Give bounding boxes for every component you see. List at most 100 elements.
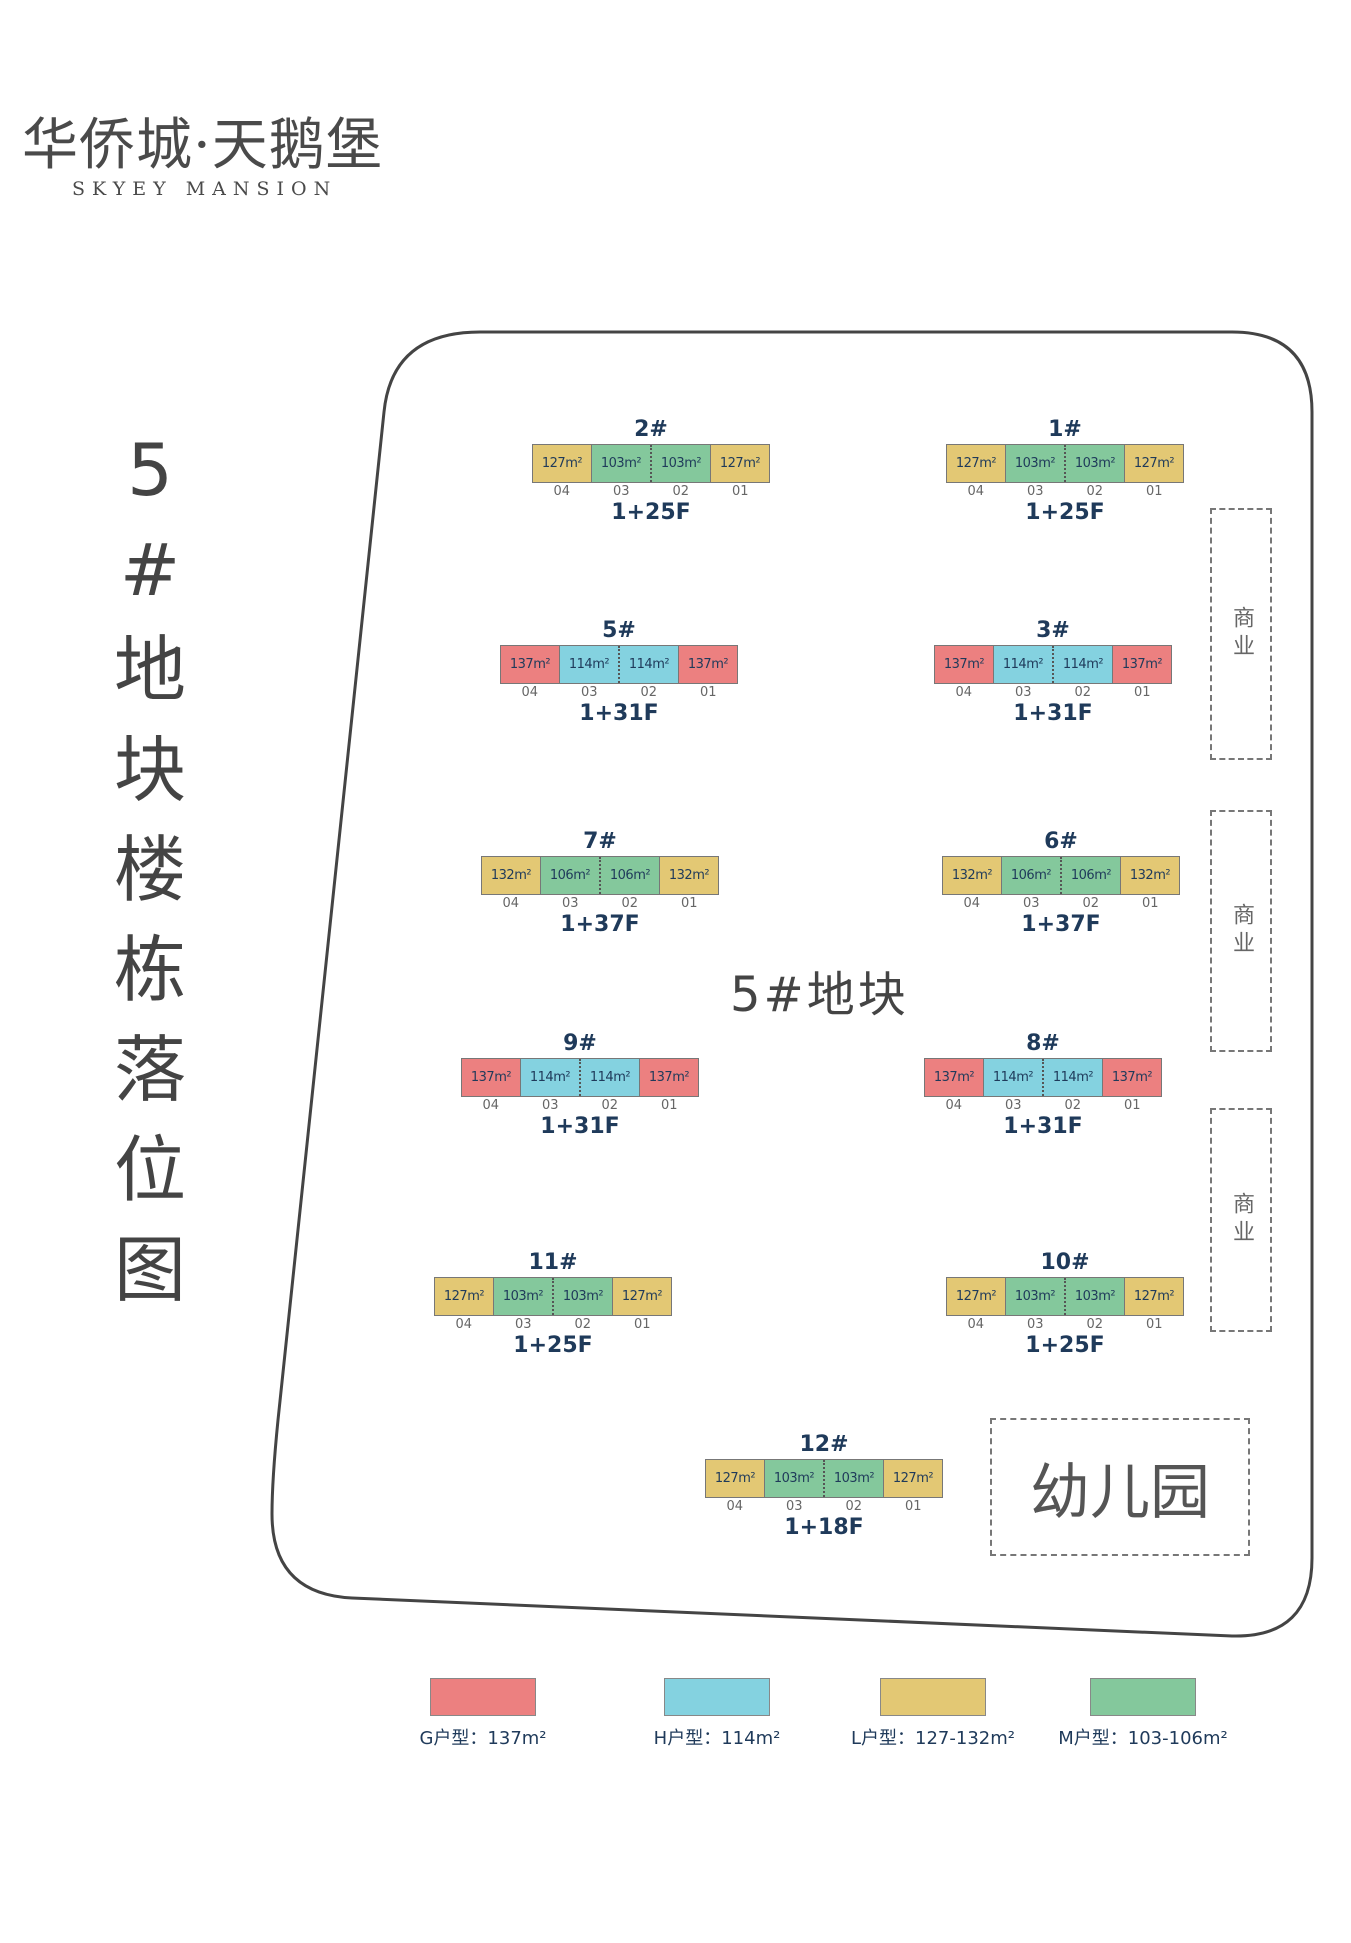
unit-cell: 137m² [1102, 1059, 1161, 1096]
building-name: 1# [1048, 417, 1082, 442]
unit-number: 02 [601, 1098, 619, 1113]
unit-cell: 103m² [1064, 1278, 1124, 1315]
side-title-char: 5 [127, 428, 173, 512]
unit-number: 04 [455, 1317, 473, 1332]
legend-label: M户型：103-106m² [1058, 1728, 1228, 1749]
unit-cell: 106m² [540, 857, 599, 894]
building-floors: 1+31F [540, 1114, 620, 1139]
building-floors: 1+37F [560, 912, 640, 937]
unit-cell: 127m² [947, 445, 1005, 482]
unit-cell: 137m² [925, 1059, 983, 1096]
unit-cell: 137m² [462, 1059, 520, 1096]
unit-number: 01 [680, 896, 698, 911]
building-name: 6# [1044, 829, 1078, 854]
unit-number: 01 [904, 1499, 922, 1514]
unit-number: 03 [1026, 1317, 1044, 1332]
unit-cell: 114m² [520, 1059, 579, 1096]
side-title-char: 块 [113, 728, 186, 812]
building-floors: 1+25F [611, 500, 691, 525]
unit-number: 02 [574, 1317, 592, 1332]
commercial-block: 商业 [1210, 810, 1272, 1052]
unit-cell: 114m² [983, 1059, 1042, 1096]
side-title: 5 # 地 块 楼 栋 落 位 图 [105, 420, 195, 1320]
unit-cell: 114m² [993, 646, 1052, 683]
logo-english: SKYEY MANSION [72, 178, 338, 200]
building-name: 9# [563, 1031, 597, 1056]
unit-cell: 127m² [612, 1278, 671, 1315]
legend-swatch [664, 1678, 770, 1716]
unit-cell: 103m² [591, 445, 650, 482]
unit-number: 04 [553, 484, 571, 499]
unit-number: 01 [1145, 1317, 1163, 1332]
unit-cell: 127m² [1124, 1278, 1183, 1315]
building-floors: 1+37F [1021, 912, 1101, 937]
unit-number: 03 [1004, 1098, 1022, 1113]
legend-label: L户型：127-132m² [851, 1728, 1015, 1749]
building-floors: 1+25F [513, 1333, 593, 1358]
building-name: 8# [1026, 1031, 1060, 1056]
unit-cell: 103m² [650, 445, 710, 482]
unit-number: 04 [502, 896, 520, 911]
side-title-char: 落 [113, 1028, 186, 1112]
building-name: 11# [528, 1250, 578, 1275]
legend-item-h: H户型：114m² [622, 1678, 812, 1750]
unit-number: 04 [963, 896, 981, 911]
unit-number: 01 [1145, 484, 1163, 499]
unit-number: 01 [1141, 896, 1159, 911]
building-name: 2# [634, 417, 668, 442]
building-name: 5# [602, 618, 636, 643]
unit-number: 01 [699, 685, 717, 700]
side-title-char: 位 [113, 1128, 186, 1212]
unit-number: 04 [955, 685, 973, 700]
unit-cell: 127m² [706, 1460, 764, 1497]
unit-number: 03 [514, 1317, 532, 1332]
unit-number: 02 [640, 685, 658, 700]
unit-cell: 127m² [710, 445, 769, 482]
unit-cell: 103m² [823, 1460, 883, 1497]
logo-chinese: 华侨城·天鹅堡 [22, 113, 383, 178]
unit-cell: 114m² [618, 646, 678, 683]
commercial-block: 商业 [1210, 1108, 1272, 1332]
unit-number: 04 [967, 484, 985, 499]
legend-label: H户型：114m² [653, 1728, 781, 1749]
unit-number: 02 [1074, 685, 1092, 700]
unit-cell: 103m² [1005, 1278, 1064, 1315]
unit-number: 04 [967, 1317, 985, 1332]
unit-cell: 127m² [883, 1460, 942, 1497]
unit-number: 03 [580, 685, 598, 700]
commercial-label: 商业 [1229, 606, 1254, 662]
unit-number: 04 [945, 1098, 963, 1113]
unit-number: 02 [845, 1499, 863, 1514]
unit-cell: 137m² [501, 646, 559, 683]
unit-number: 02 [1086, 484, 1104, 499]
side-title-char: 图 [113, 1228, 186, 1312]
building-name: 10# [1040, 1250, 1090, 1275]
unit-number: 01 [1133, 685, 1151, 700]
unit-number: 01 [633, 1317, 651, 1332]
building-floors: 1+31F [1013, 701, 1093, 726]
unit-cell: 103m² [1005, 445, 1064, 482]
unit-number: 01 [660, 1098, 678, 1113]
building-name: 3# [1036, 618, 1070, 643]
building-floors: 1+31F [1003, 1114, 1083, 1139]
unit-number: 03 [541, 1098, 559, 1113]
